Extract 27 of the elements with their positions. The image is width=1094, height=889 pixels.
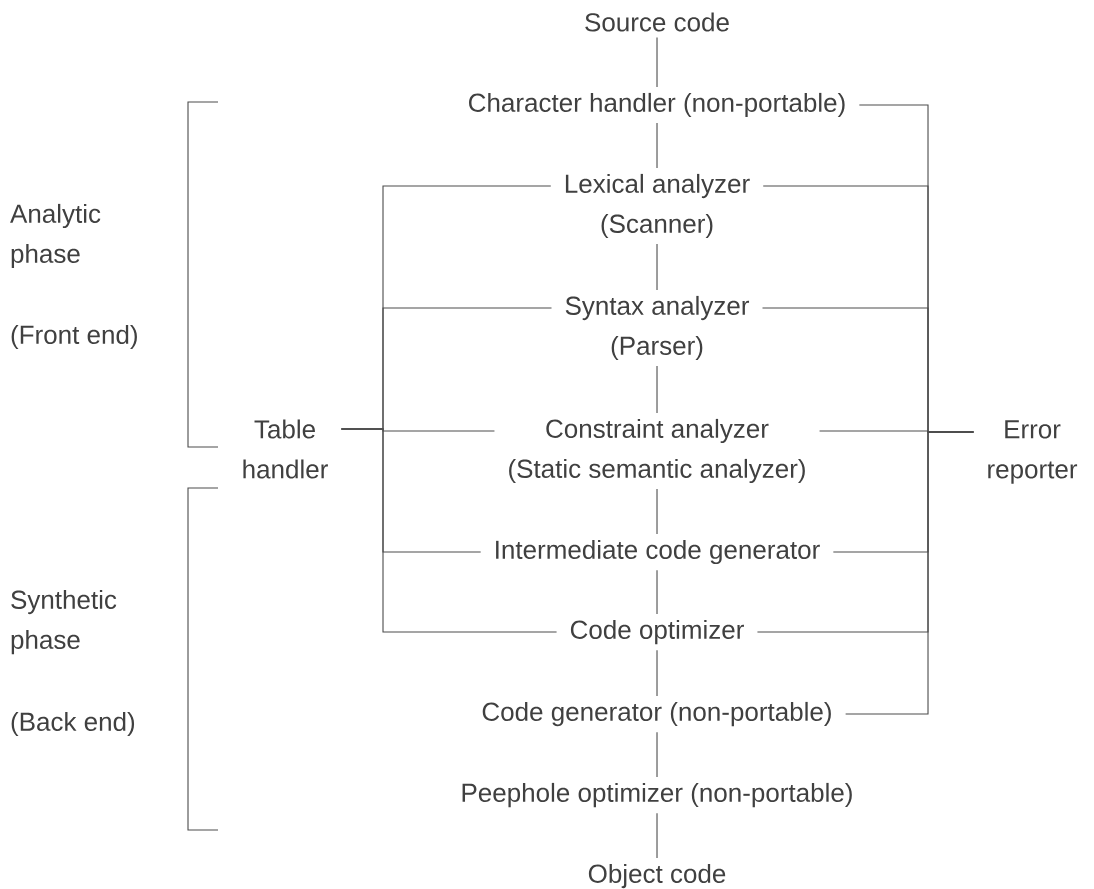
connector-line	[656, 243, 658, 291]
connector-line	[340, 428, 558, 633]
connector-line	[656, 649, 658, 697]
stage-label: Code generator (non-portable)	[482, 701, 831, 727]
connector-line	[656, 37, 658, 88]
connector-line	[656, 731, 658, 778]
phase-label: Synthetic phase	[11, 589, 117, 655]
connector-line	[656, 569, 658, 615]
stage-label: Source code	[585, 12, 729, 32]
stage-label: Error reporter	[988, 420, 1078, 484]
stage-label: Code optimizer	[570, 619, 744, 645]
stage-label: Syntax analyzer (Parser)	[565, 295, 750, 361]
connector-line	[656, 122, 658, 169]
stage-label: Table handler	[243, 419, 328, 479]
phase-label: Analytic phase	[10, 203, 101, 269]
stage-label: Object code	[588, 863, 726, 889]
stage-label: Character handler (non-portable)	[469, 92, 845, 118]
connector-line	[656, 365, 658, 414]
stage-label: Intermediate code generator	[496, 539, 820, 565]
stage-label: Lexical analyzer (Scanner)	[565, 173, 750, 239]
connector-line	[656, 812, 658, 859]
stage-label: Constraint analyzer (Static semantic analyzer)	[509, 418, 805, 484]
phase-label: (Front end)	[11, 324, 137, 350]
connector-line	[845, 431, 975, 715]
connector-line	[656, 488, 658, 535]
stage-label: Peephole optimizer (non-portable)	[462, 782, 852, 808]
phase-label: (Back end)	[11, 711, 135, 737]
